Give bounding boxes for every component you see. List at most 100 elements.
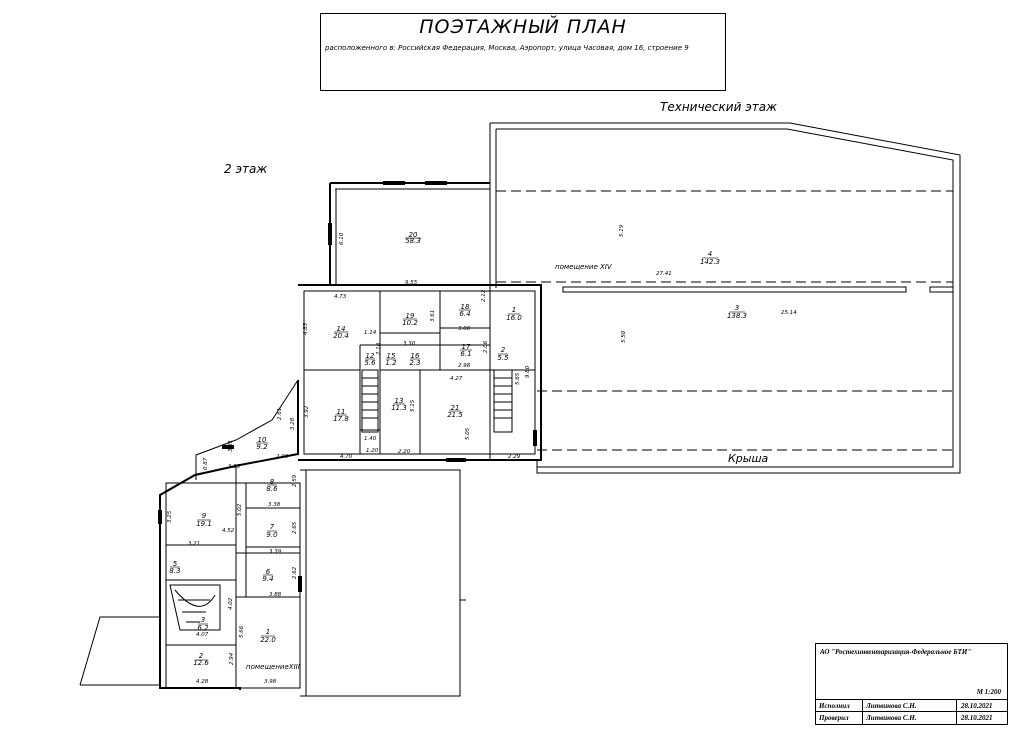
- dimension-label: 3.39: [269, 549, 282, 555]
- room-1l-area: 22.0: [260, 636, 276, 644]
- stamp-row: Исполнил Литвинова С.Н. 28.10.2021: [816, 699, 1007, 712]
- floor2-label: 2 этаж: [224, 162, 268, 176]
- room-3l-num: 3: [201, 616, 205, 624]
- dimension-label: 5.19: [619, 224, 625, 237]
- room-15-num: 15: [387, 352, 396, 360]
- room-16-area: 2.3: [409, 359, 420, 367]
- tech-floor-label: Технический этаж: [660, 100, 777, 114]
- room-19-num: 19: [406, 312, 415, 320]
- dimension-label: 4.73: [334, 294, 347, 300]
- roof-label: Крыша: [728, 452, 769, 465]
- room-18-area: 6.4: [459, 310, 470, 318]
- stamp-role: Проверил: [819, 714, 849, 722]
- dimension-label: 3.81: [228, 440, 234, 452]
- dimension-label: 2.61: [277, 408, 283, 420]
- stamp-row: Проверил Литвинова С.Н. 28.10.2021: [816, 711, 1007, 724]
- dimension-label: 4.02: [228, 597, 234, 610]
- dimension-label: 3.92: [304, 405, 310, 418]
- room-6-num: 6: [266, 568, 271, 576]
- room-2l-num: 2: [199, 652, 204, 660]
- dimension-label: 3.28: [290, 417, 296, 430]
- dimension-label: 4.52: [222, 528, 235, 534]
- room-13-area: 11.3: [391, 404, 407, 412]
- room-14-num: 14: [337, 325, 346, 333]
- dimension-label: 2.94: [229, 652, 235, 665]
- room-8-num: 8: [270, 478, 275, 486]
- room-10-area: 9.2: [256, 443, 268, 451]
- dimension-label: 3.61: [430, 310, 436, 322]
- room-4-area: 142.3: [700, 258, 720, 266]
- stamp-divider: [862, 699, 863, 724]
- dimension-label: 4.27: [450, 376, 463, 382]
- stamp-name: Литвинова С.Н.: [866, 702, 917, 710]
- room-15-area: 1.2: [385, 359, 397, 367]
- room-18-num: 18: [461, 303, 470, 311]
- room-17-area: 6.1: [460, 350, 471, 358]
- room-8-area: 8.6: [266, 485, 278, 493]
- room-3l-area: 6.2: [197, 624, 209, 632]
- dimension-label: 3.21: [188, 541, 200, 547]
- dimension-label: 2.62: [292, 566, 298, 579]
- room-17-num: 17: [462, 343, 471, 351]
- stamp-org: АО "Ростехинвентаризация-Федеральное БТИ…: [820, 648, 972, 656]
- stamp-date: 28.10.2021: [961, 702, 993, 710]
- room-1l-num: 1: [266, 628, 270, 636]
- room-14-area: 20.4: [333, 332, 349, 340]
- room-10-num: 10: [258, 436, 267, 444]
- dimension-label: 4.28: [196, 679, 209, 685]
- dimension-label: 5.66: [239, 625, 245, 638]
- dimension-label: 1.40: [364, 436, 377, 442]
- room-6-area: 9.4: [262, 575, 273, 583]
- dimension-label: 2.65: [292, 521, 298, 534]
- room-19-area: 10.2: [402, 319, 418, 327]
- dimension-label: 6.10: [339, 232, 345, 245]
- dimension-label: 2.18: [376, 342, 382, 355]
- room-13-num: 13: [395, 397, 404, 405]
- room-21-num: 21: [451, 404, 460, 412]
- room-2u-area: 5.5: [497, 354, 509, 362]
- dimension-label: 3.38: [268, 502, 281, 508]
- dimension-label: 1.14: [364, 330, 377, 336]
- room-5-area: 8.3: [169, 567, 180, 575]
- room-9-area: 19.1: [196, 520, 212, 528]
- dimension-label: 0.87: [203, 457, 209, 470]
- dimension-label: 2.06: [483, 340, 489, 353]
- stamp-divider: [956, 699, 957, 724]
- dimension-label: 2.00: [276, 454, 289, 460]
- dimension-label: 5.05: [465, 427, 471, 440]
- room-20-num: 20: [409, 231, 418, 239]
- stamp-role: Исполнил: [819, 702, 850, 710]
- dimension-label: 3.55: [228, 464, 241, 470]
- stamp-scale: М 1:200: [976, 688, 1001, 696]
- dimension-label: 5.50: [621, 330, 627, 343]
- room-3-num: 3: [735, 304, 739, 312]
- room-1u-num: 1: [512, 306, 516, 314]
- title-stamp: АО "Ростехинвентаризация-Федеральное БТИ…: [815, 643, 1008, 725]
- room-4-num: 4: [708, 250, 712, 258]
- dimension-label: 2.12: [481, 289, 487, 302]
- room-11-num: 11: [337, 408, 346, 416]
- room-7-area: 9.0: [266, 531, 278, 539]
- room-20-area: 58.3: [405, 237, 421, 245]
- stamp-date: 28.10.2021: [961, 714, 993, 722]
- premise-xiv-label: помещение XIV: [555, 263, 612, 271]
- room-11-area: 17.8: [333, 415, 349, 423]
- dimension-label: 5.15: [410, 399, 416, 412]
- room-9-num: 9: [202, 512, 207, 520]
- dimension-label: 2.29: [508, 454, 521, 460]
- room-2u-num: 2: [501, 346, 506, 354]
- room-1u-area: 16.0: [506, 314, 522, 322]
- title-block: ПОЭТАЖНЫЙ ПЛАН расположенного в: Российс…: [320, 13, 726, 91]
- dimension-label: 2.20: [398, 449, 411, 455]
- stamp-name: Литвинова С.Н.: [866, 714, 917, 722]
- dimension-label: 9.55: [405, 280, 418, 286]
- dimension-label: 9.80: [525, 365, 531, 378]
- dimension-label: 4.83: [303, 322, 309, 335]
- dimension-label: 5.02: [237, 503, 243, 516]
- room-3-area: 138.3: [727, 312, 747, 320]
- room-5-num: 5: [173, 560, 178, 568]
- room-2l-area: 12.6: [193, 659, 209, 667]
- room-12-area: 5.6: [364, 359, 376, 367]
- dimension-label: 4.07: [196, 632, 209, 638]
